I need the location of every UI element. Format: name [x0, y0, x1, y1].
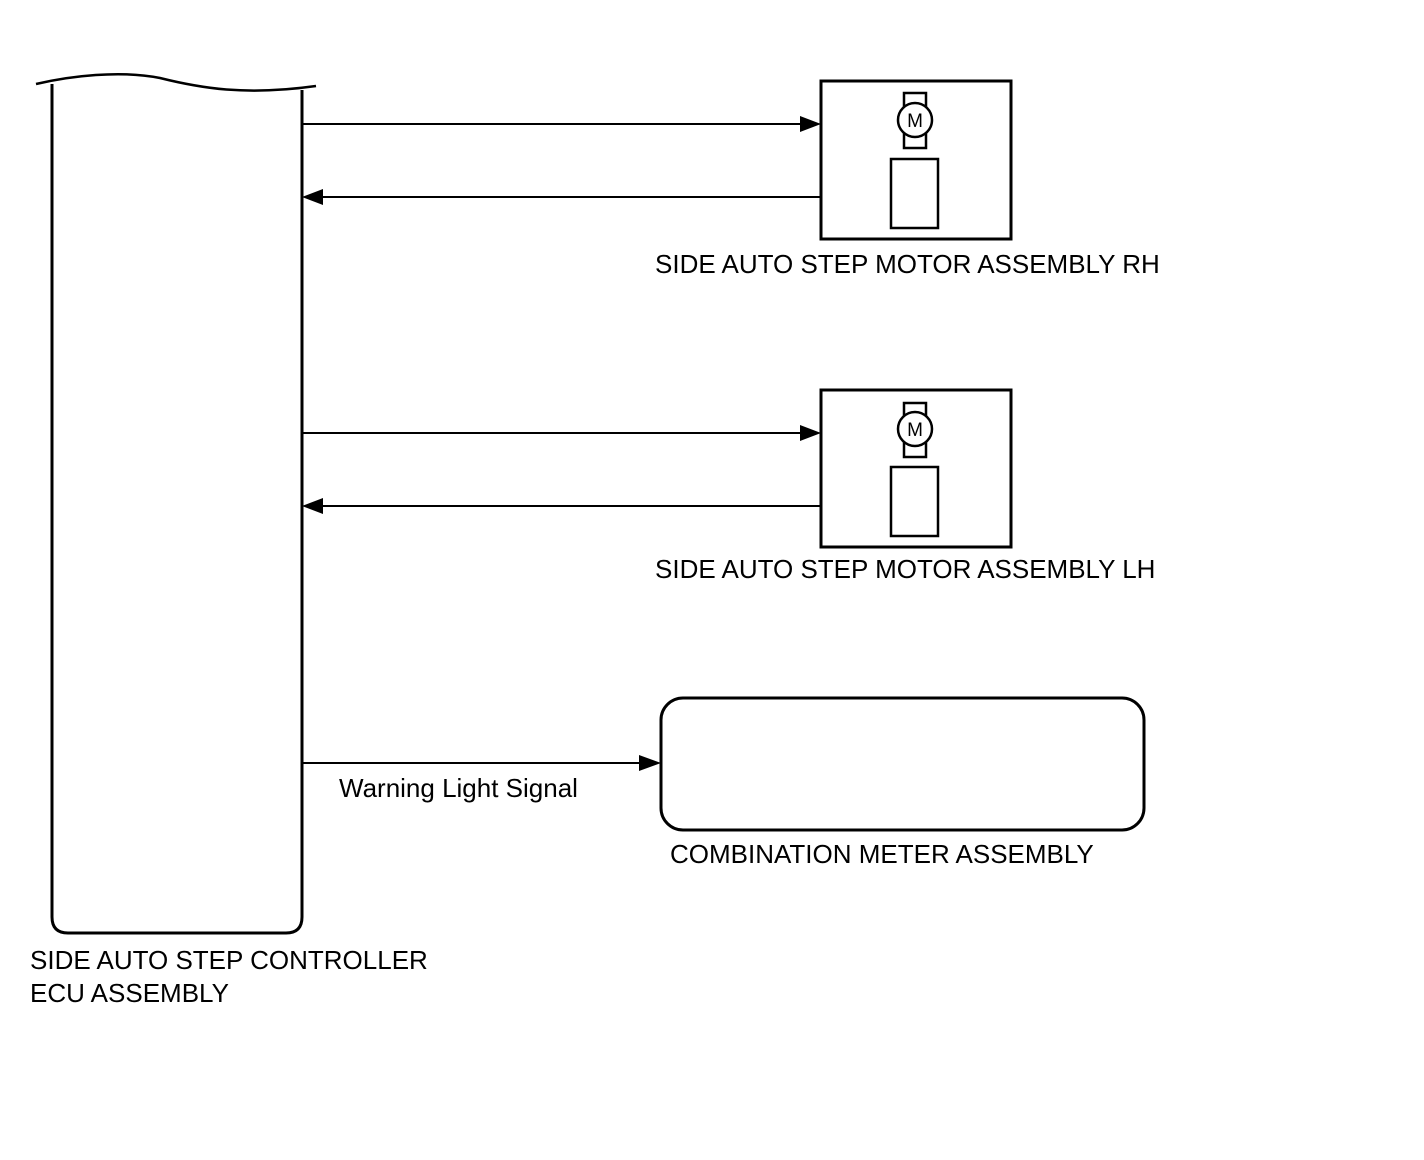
arrow-right-icon [639, 755, 661, 771]
ecu-break-line [35, 72, 317, 92]
motor-rh-switch [889, 157, 940, 230]
arrow-right-icon [800, 425, 821, 441]
connection-motor-lh-to-ecu [302, 498, 821, 514]
combination-meter-block [659, 696, 1146, 832]
connection-ecu-to-meter [302, 755, 661, 771]
ecu-label-line1: SIDE AUTO STEP CONTROLLER [30, 945, 428, 975]
motor-rh-symbol: M [907, 111, 923, 132]
motor-lh-label: SIDE AUTO STEP MOTOR ASSEMBLY LH [655, 554, 1156, 584]
motor-lh-block: M [819, 388, 1013, 549]
ecu-assembly-block [35, 72, 317, 935]
motor-rh-block: M [819, 79, 1013, 241]
connection-ecu-to-motor-lh [302, 425, 821, 441]
connection-ecu-to-motor-rh [302, 116, 821, 132]
arrow-right-icon [800, 116, 821, 132]
arrow-left-icon [302, 498, 323, 514]
motor-rh-label: SIDE AUTO STEP MOTOR ASSEMBLY RH [655, 249, 1160, 279]
motor-lh-icon [896, 410, 934, 448]
motor-lh-switch [889, 465, 940, 538]
warning-light-signal-label: Warning Light Signal [339, 773, 578, 803]
motor-lh-symbol: M [907, 420, 923, 441]
ecu-label-line2: ECU ASSEMBLY [30, 978, 229, 1008]
connection-motor-rh-to-ecu [302, 189, 821, 205]
motor-rh-icon [896, 101, 934, 139]
combination-meter-label: COMBINATION METER ASSEMBLY [670, 839, 1094, 869]
arrow-left-icon [302, 189, 323, 205]
